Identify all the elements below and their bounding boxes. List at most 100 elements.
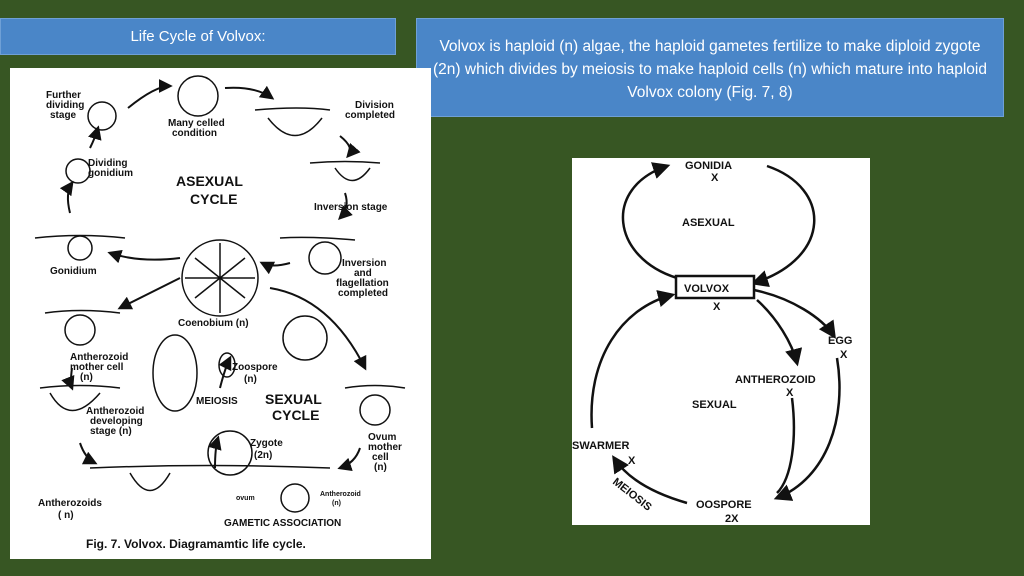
cell-adev-row <box>39 384 121 389</box>
lbl-asexual-1: ASEXUAL <box>176 173 243 189</box>
lbl-sexual-2: CYCLE <box>272 407 319 423</box>
f8-lbl-asexual: ASEXUAL <box>682 217 735 229</box>
cell-invflag <box>308 241 342 275</box>
lbl-ovum-small: ovum <box>236 495 255 502</box>
lbl-sexual-1: SEXUAL <box>265 391 322 407</box>
slide-title: Life Cycle of Volvox: <box>130 28 266 45</box>
arrow-a7 <box>59 180 74 214</box>
coenobium-network <box>185 243 255 313</box>
slide-title-box: Life Cycle of Volvox: <box>0 18 396 55</box>
lbl-ovum-4: (n) <box>374 462 387 473</box>
lbl-invflag-2: and <box>354 268 372 279</box>
f8-lbl-antherozoid: ANTHEROZOID <box>735 374 816 386</box>
lbl-amother-3: (n) <box>80 372 93 383</box>
lbl-dividing-1: Dividing <box>88 158 127 169</box>
arrow-s2 <box>269 287 367 371</box>
arrow-a5 <box>259 261 291 275</box>
lbl-ovum-2: mother <box>368 442 402 453</box>
cell-gametic <box>280 483 310 513</box>
cell-ovum <box>359 394 391 426</box>
arrow-a4 <box>338 192 353 220</box>
f8-lbl-egg: EGG <box>828 335 852 347</box>
f8-arrow-asexual-right <box>750 164 816 288</box>
f8-arrow-egg <box>753 288 836 339</box>
f8-arrow-antherozoid <box>756 299 803 367</box>
lbl-invflag-3: flagellation <box>336 278 389 289</box>
lbl-asexual-2: CYCLE <box>190 191 237 207</box>
f8-lbl-x5: X <box>628 455 636 467</box>
lbl-division-1: Division <box>355 100 394 111</box>
cell-anth-cup <box>129 472 171 492</box>
arrow-a8 <box>88 125 102 149</box>
lbl-adev-3: stage (n) <box>90 426 132 437</box>
f8-arrow-to-oospore-outer <box>773 357 841 501</box>
arrow-s4 <box>79 442 98 465</box>
f8-lbl-meiosis: MEIOSIS <box>610 476 654 514</box>
f8-arrow-asexual-left <box>621 162 678 280</box>
cell-amother <box>64 314 96 346</box>
lbl-many-2: condition <box>172 128 217 139</box>
cell-zoospore-large <box>152 334 198 412</box>
cell-zoospore <box>218 352 236 378</box>
description-text: Volvox is haploid (n) algae, the haploid… <box>433 38 987 101</box>
cell-inversion-row <box>309 160 381 164</box>
lbl-ovum-1: Ovum <box>368 432 396 443</box>
f8-arrow-swarmer <box>590 290 676 429</box>
lbl-anth-2: ( n) <box>58 510 74 521</box>
lbl-division-2: completed <box>345 110 395 121</box>
lbl-meiosis: MEIOSIS <box>196 396 238 407</box>
cell-zygote <box>207 430 253 476</box>
cell-many-celled <box>177 75 219 117</box>
lbl-zygote-1: Zygote <box>250 438 283 449</box>
lbl-zoospore-1: Zoospore <box>232 362 278 373</box>
lbl-amother-2: mother cell <box>70 362 124 373</box>
arrow-s3 <box>61 367 75 391</box>
cell-division-cup <box>267 117 323 137</box>
cell-amother-row <box>44 309 121 314</box>
lbl-ovum-3: cell <box>372 452 389 463</box>
f8-volvox-box <box>674 274 756 300</box>
lbl-invflag-4: completed <box>338 288 388 299</box>
figure-8-diagram: GONIDIA X ASEXUAL VOLVOX X EGG X ANTHERO… <box>572 160 852 525</box>
arrow-a6 <box>107 249 181 264</box>
figure-7-diagram: Further dividing stage Many celled condi… <box>34 75 406 551</box>
cell-invflag-row <box>279 236 356 241</box>
f8-lbl-x3: X <box>840 349 848 361</box>
lbl-gonidium: Gonidium <box>50 266 97 277</box>
arrow-a2 <box>224 85 275 100</box>
cell-division-completed <box>254 107 331 111</box>
cell-coenobium <box>181 239 259 317</box>
f8-lbl-gonidia: GONIDIA <box>685 160 732 172</box>
lbl-zoospore-2: (n) <box>244 374 257 385</box>
lbl-dividing-2: gonidium <box>88 168 133 179</box>
lbl-invflag-1: Inversion <box>342 258 386 269</box>
figure-7-panel: Further dividing stage Many celled condi… <box>10 68 431 559</box>
f8-lbl-x2: X <box>713 301 721 313</box>
lbl-inversion: Inversion stage <box>314 202 388 213</box>
figure-8-panel: GONIDIA X ASEXUAL VOLVOX X EGG X ANTHERO… <box>572 158 870 525</box>
f8-arrow-to-oospore-inner <box>776 397 796 494</box>
lbl-zygote-2: (2n) <box>254 450 272 461</box>
lbl-many-1: Many celled <box>168 118 225 129</box>
f8-arrow-meiosis <box>612 455 688 505</box>
cell-ovum-colony <box>282 315 328 361</box>
cell-further-dividing <box>87 101 117 131</box>
arrow-a1 <box>127 79 173 109</box>
arrow-s7 <box>218 355 232 389</box>
lbl-anth-small-2: (n) <box>332 500 341 507</box>
lbl-coenobium: Coenobium (n) <box>178 318 249 329</box>
arrow-s1 <box>117 277 181 310</box>
arrow-a3 <box>339 135 361 159</box>
lbl-anth-1: Antherozoids <box>38 498 102 509</box>
lbl-further-2: dividing <box>46 100 84 111</box>
f8-lbl-x4: X <box>786 387 794 399</box>
description-box: Volvox is haploid (n) algae, the haploid… <box>416 18 1004 117</box>
figure-7-caption: Fig. 7. Volvox. Diagramamtic life cycle. <box>86 537 306 551</box>
cell-adev-cup <box>49 392 101 412</box>
arrow-s6 <box>208 435 222 469</box>
cell-inversion-cup <box>334 167 371 182</box>
lbl-further-3: stage <box>50 110 77 121</box>
cell-dividing-gonidium <box>65 158 91 184</box>
lbl-anth-small-1: Antherozoid <box>320 491 361 498</box>
arrow-s5 <box>337 447 361 472</box>
